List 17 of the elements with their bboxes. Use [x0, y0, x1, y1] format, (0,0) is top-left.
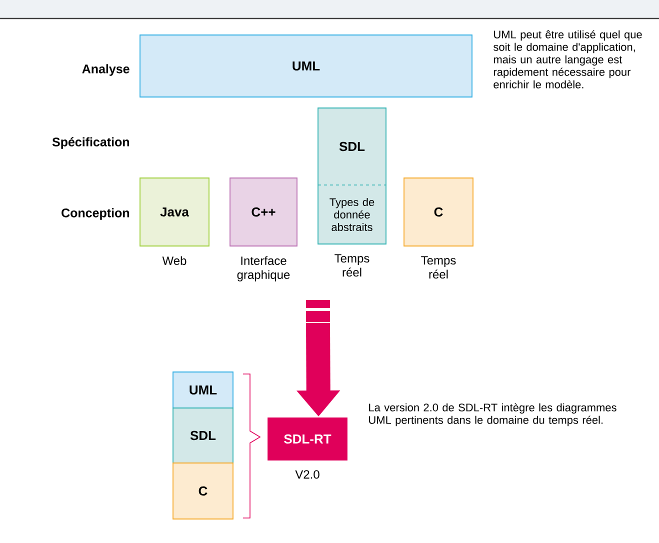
row-label: Spécification	[52, 137, 130, 149]
language-box: UML	[140, 34, 472, 98]
language-box: C	[404, 178, 474, 246]
language-box: SDL	[172, 408, 234, 464]
language-box: Java	[140, 178, 210, 246]
box-caption: Temps réel	[334, 254, 370, 277]
language-box: SDL-RT	[268, 418, 348, 460]
language-box: UML	[172, 372, 234, 408]
box-caption: Interface graphique	[237, 256, 290, 282]
language-box: SDL Types de donnée abstraits	[318, 108, 386, 244]
note-text: UML peut être utilisé quel que soit le domaine d'application, mais un autre langage est rapidement nécessaire pour enrichir le modèle.	[494, 30, 642, 88]
box-caption: Web	[162, 256, 186, 265]
box-caption: V2.0	[295, 470, 320, 479]
language-box: C	[172, 462, 234, 520]
note-text: La version 2.0 de SDL-RT intègre les diagrammes UML pertinents dans le domaine du temps réel.	[369, 403, 616, 426]
language-box: C++	[230, 178, 298, 246]
box-caption: Temps réel	[421, 256, 456, 279]
